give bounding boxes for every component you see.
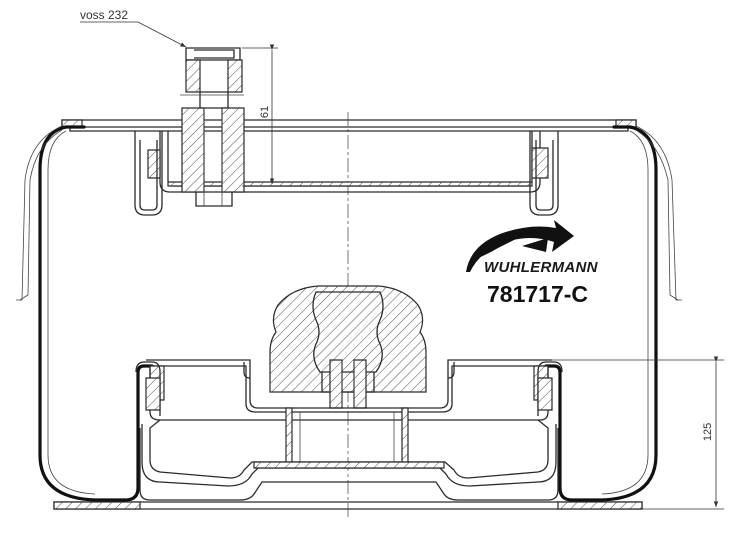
dimension-125-label: 125	[702, 423, 714, 441]
swoosh-icon	[466, 220, 574, 272]
voss-label: voss 232	[80, 8, 128, 22]
dimension-top: 61	[242, 44, 278, 187]
right-crimp-bottom	[537, 361, 563, 416]
air-fitting	[180, 47, 245, 207]
brand-name: WUHLERMANN	[484, 259, 599, 276]
part-number: 781717-C	[487, 281, 588, 307]
voss-callout: voss 232	[80, 8, 187, 48]
dimension-bottom: 125	[552, 356, 724, 510]
bump-stop	[269, 285, 427, 409]
right-crimp-top	[529, 131, 559, 216]
top-plate	[61, 119, 637, 193]
rubber-bellow	[16, 125, 682, 502]
brand-logo: WUHLERMANN	[466, 220, 599, 276]
dimension-61-label: 61	[259, 106, 271, 118]
left-crimp-top	[134, 131, 163, 216]
left-crimp-bottom	[135, 361, 161, 416]
